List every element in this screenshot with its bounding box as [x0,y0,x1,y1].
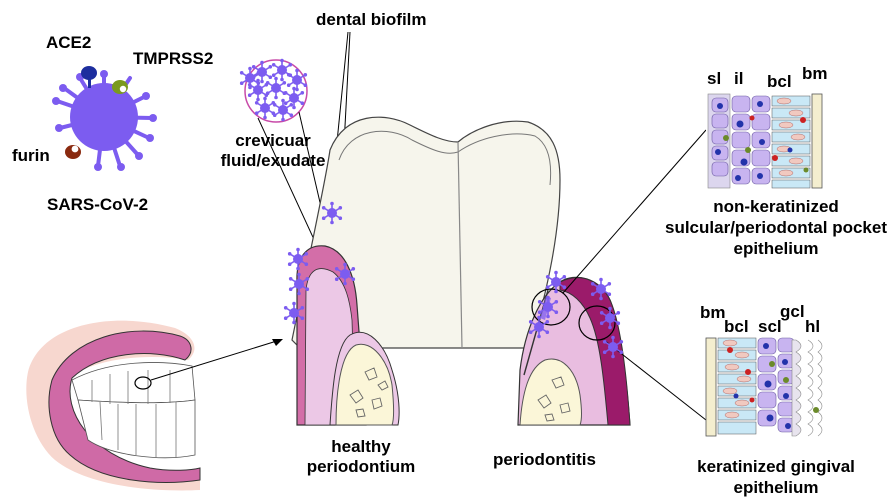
nk-layer-sl: sl [707,69,721,89]
k-caption-line-2: epithelium [664,477,888,498]
nonkeratinized-epithelium-panel [706,92,824,190]
keratinized-caption: keratinized gingival epithelium [664,456,888,498]
crevicular-line-1: crevicuar [208,131,338,151]
nk-layer-bm: bm [802,64,828,84]
k-layer-bcl: bcl [724,317,749,337]
k-layer-hl: hl [805,317,820,337]
crevicular-fluid-label: crevicuar fluid/exudate [208,131,338,171]
tmprss2-label: TMPRSS2 [133,49,213,69]
healthy-line-1: healthy [296,437,426,457]
nk-caption-line-3: epithelium [656,238,896,259]
biofilm-magnified-circle [240,59,307,122]
ace2-label: ACE2 [46,33,91,53]
nk-layer-bcl: bcl [767,72,792,92]
k-layer-gcl: gcl [780,302,805,322]
dental-biofilm-label: dental biofilm [316,10,427,30]
periodontitis-label: periodontitis [493,450,596,470]
k-caption-line-1: keratinized gingival [664,456,888,477]
nk-caption-line-2: sulcular/periodontal pocket [656,217,896,238]
mouth-illustration [26,321,283,491]
nonkeratinized-caption: non-keratinized sulcular/periodontal poc… [656,196,896,259]
virus-name-label: SARS-CoV-2 [47,195,148,215]
nk-caption-line-1: non-keratinized [656,196,896,217]
furin-label: furin [12,146,50,166]
sars-cov-2-virus [52,66,157,171]
k-layer-scl: scl [758,317,782,337]
keratinized-epithelium-panel [706,336,828,438]
healthy-line-2: periodontium [296,457,426,477]
crevicular-line-2: fluid/exudate [208,151,338,171]
nk-layer-il: il [734,69,743,89]
k-layer-bm: bm [700,303,726,323]
healthy-periodontium-label: healthy periodontium [296,437,426,477]
